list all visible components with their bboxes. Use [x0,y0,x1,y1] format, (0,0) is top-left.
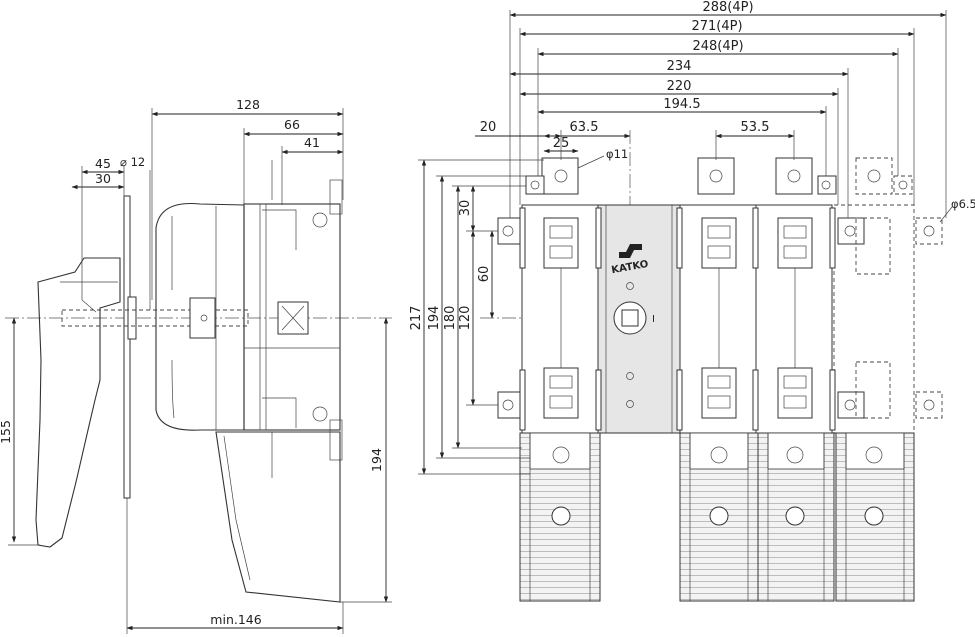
dim-63-5: 63.5 [570,120,599,135]
label-hole-11: φ11 [606,147,628,161]
dim-41: 41 [304,135,320,150]
terminal-screw-top [312,212,328,228]
brand-logo-mark [619,244,642,258]
dim-min-146: min.146 [210,612,261,627]
poles: KATKO I [519,204,915,434]
shaft-collar [127,296,137,340]
terminal-top [329,179,343,215]
switch-cam-x [281,305,305,331]
mount-hole-6-5 [923,225,935,237]
dim-194-front: 194 [427,306,442,331]
dim-234: 234 [667,59,692,74]
switch-rail [259,203,267,431]
top-mounting-tabs [541,157,893,195]
terminal-shroud [215,431,341,603]
dim-194-5: 194.5 [663,97,700,112]
handle-edge [81,262,97,313]
dim-217: 217 [409,306,424,331]
coupling-pin [200,314,208,322]
dim-30: 30 [95,171,111,186]
terminal-bottom [329,419,343,461]
label-hole-6-5: φ6.5 [951,197,975,211]
front-left-dimensions: 217 194 180 120 60 30 [409,159,544,475]
side-dimensions: 128 66 41 45 30 ⌀ 12 155 194 min.1 [0,97,392,634]
mounting-ears [497,175,943,419]
dim-20: 20 [480,120,497,135]
door-plate [123,195,131,499]
dim-120: 120 [458,306,473,331]
dim-248-4p: 248(4P) [692,39,743,54]
dim-288-4p: 288(4P) [702,0,753,15]
dim-180: 180 [443,306,458,331]
shaft-coupling [189,297,216,339]
bracket-top [262,160,297,250]
shaft [61,309,249,327]
bracket-bottom [262,397,297,478]
dim-66: 66 [284,117,300,132]
switch-body-side [243,203,341,431]
shroud-inner [223,435,251,581]
dim-diameter-12: ⌀ 12 [120,155,145,169]
terminal-shrouds [519,432,915,602]
handle [35,257,121,548]
front-view: KATKO I [409,0,975,602]
front-top-dimensions: 288(4P) 271(4P) 248(4P) 234 220 194.5 20… [475,0,975,223]
side-view: 128 66 41 45 30 ⌀ 12 155 194 min.1 [0,97,392,634]
housing-curve [171,215,175,419]
dim-45: 45 [95,156,111,171]
dim-60: 60 [477,266,492,283]
terminal-screw-bottom [312,406,328,422]
dim-155: 155 [0,420,13,444]
mount-hole-top-1 [554,169,568,183]
dim-30-front: 30 [458,200,473,217]
switch-mark: I [652,314,655,325]
dim-271-4p: 271(4P) [691,19,742,34]
dim-220: 220 [667,79,692,94]
dim-53-5: 53.5 [741,120,770,135]
dim-194-side: 194 [369,448,384,472]
dim-128: 128 [236,97,260,112]
